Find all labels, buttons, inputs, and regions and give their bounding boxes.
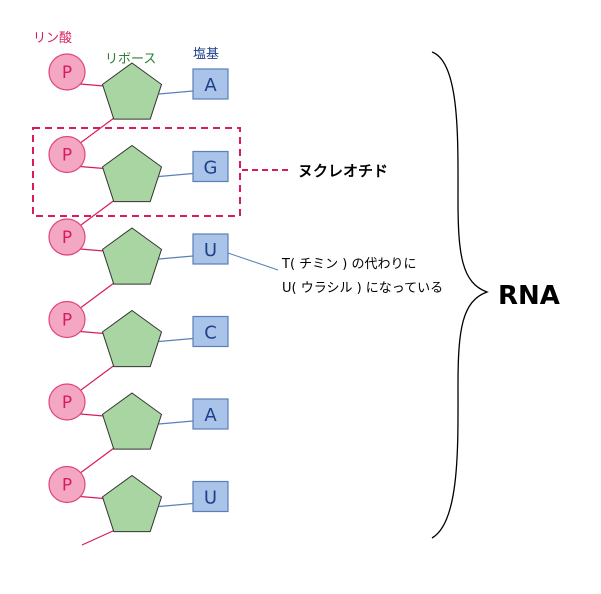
phosphate-symbol: P [62,228,72,248]
rna-label: RNA [498,281,560,311]
base-box [192,68,229,100]
phosphate-circle [48,465,86,504]
sugar-base-bond [158,420,194,425]
phosphate-circle [48,218,86,256]
rna-strand: P A P G P U P C P A P U [48,53,229,546]
base-letter: C [204,323,217,344]
nucleotide-label: ヌクレオチド [298,162,388,180]
base-letter: A [204,75,217,96]
sugar-phosphate-bond [80,365,115,391]
ribose-pentagon [101,227,163,285]
base-box [192,398,229,430]
sugar-base-bond [158,172,194,178]
phosphate-sugar-bond [79,495,105,500]
ribose-pentagon [101,474,163,533]
phosphate-circle [48,135,86,174]
phosphate-sugar-bond [79,165,105,170]
base-letter: U [204,240,217,261]
phosphate-symbol: P [62,476,72,496]
strand-tail-bond [81,529,115,546]
rna-brace [431,51,489,539]
note-connector-line [227,252,279,271]
base-letter: A [204,405,217,426]
nucleotide-highlight-box [32,127,241,217]
note-line-2: U( ウラシル ) になっている [282,281,443,296]
sugar-phosphate-bond [80,200,115,226]
phosphate-symbol: P [62,63,72,83]
base-letter: U [204,488,217,509]
ribose-pentagon [101,62,163,120]
phosphate-circle [48,300,86,339]
sugar-phosphate-bond [80,447,115,473]
base-box [192,315,229,348]
phosphate-sugar-bond [79,83,105,87]
ribose-pentagon [101,144,163,203]
sugar-base-bond [158,337,194,343]
sugar-base-bond [158,255,194,260]
phosphate-symbol: P [62,146,72,166]
base-box [192,233,229,265]
phosphate-circle [48,383,86,421]
phosphate-sugar-bond [79,330,105,335]
sugar-base-bond [158,90,194,95]
base-box [192,480,229,513]
ribose-label: リボース [105,52,156,67]
sugar-base-bond [158,502,194,508]
base-letter: G [204,158,218,179]
phosphate-symbol: P [62,311,72,331]
phosphate-sugar-bond [79,413,105,417]
base-box [192,150,229,183]
phosphate-symbol: P [62,393,72,413]
ribose-pentagon [101,392,163,450]
base-label: 塩基 [193,47,219,62]
phosphate-label: リン酸 [33,31,72,46]
ribose-pentagon [101,309,163,368]
note-line-1: T( チミン ) の代わりに [281,257,416,272]
phosphate-circle [48,53,86,91]
phosphate-sugar-bond [79,248,105,252]
sugar-phosphate-bond [80,117,115,143]
sugar-phosphate-bond [80,282,115,308]
